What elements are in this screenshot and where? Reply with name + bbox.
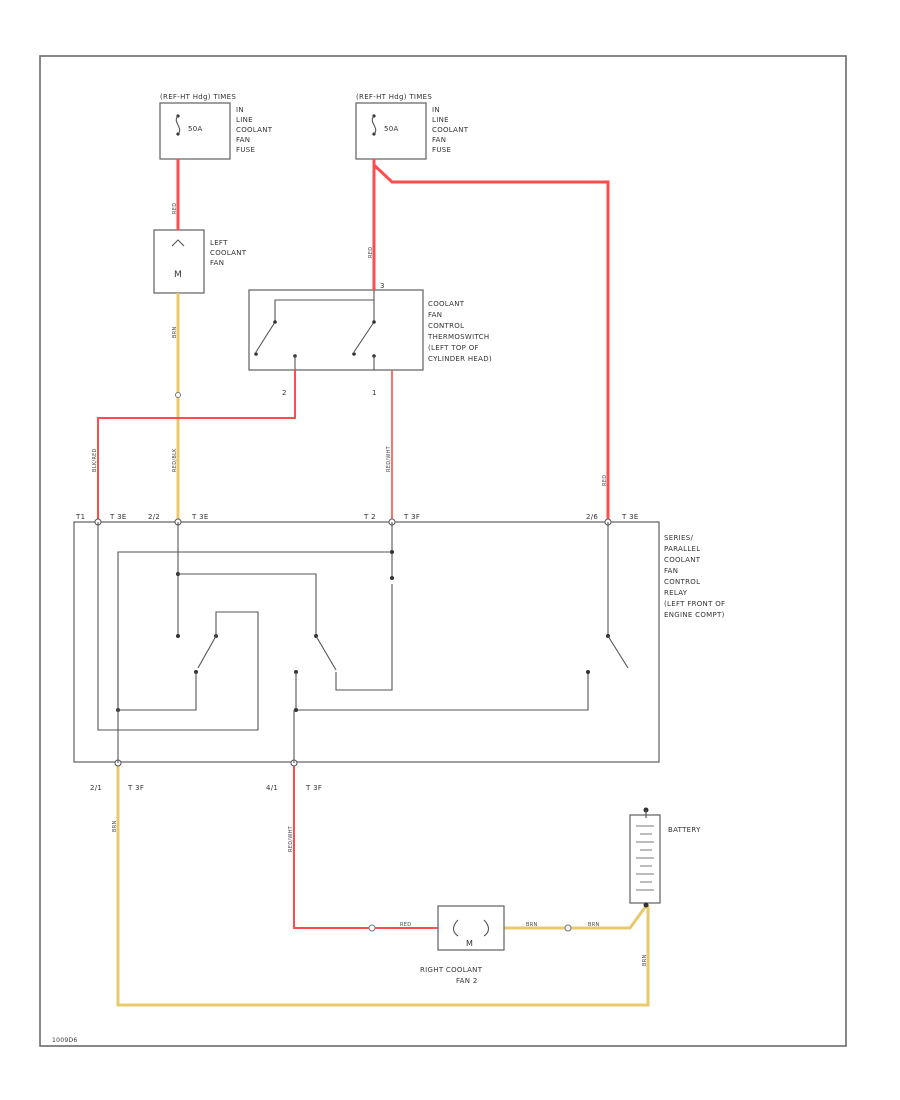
relay-label-1: PARALLEL	[664, 545, 700, 553]
wire-relay41-to-rightfan	[293, 765, 438, 929]
left-fan-label-1: COOLANT	[210, 249, 247, 257]
fuse-2-desc-1: LINE	[432, 116, 449, 124]
relay-bottom-conn-1: T 3F	[305, 784, 322, 792]
left-fan-label-0: LEFT	[210, 239, 228, 247]
wire-label-battery-ground: BRN	[642, 954, 648, 966]
thermoswitch: 3 2 1 COOLANT FAN CONTROL THERMOSWITCH (…	[248, 282, 492, 397]
left-fan-box	[153, 229, 205, 294]
relay-label-0: SERIES/	[664, 534, 693, 542]
battery: BATTERY	[629, 807, 701, 908]
thermoswitch-pin-right: 1	[372, 389, 377, 397]
fuse-2-desc-2: COOLANT	[432, 126, 469, 134]
fuse-2-element	[371, 115, 377, 135]
fuse-2-desc-0: IN	[432, 106, 440, 114]
relay-label-3: FAN	[664, 567, 678, 575]
thermoswitch-label-3: THERMOSWITCH	[427, 333, 489, 341]
wire-label-right-fan-out-a: BRN	[526, 922, 538, 928]
wire-label-bottom-right: RED/WHT	[288, 825, 294, 852]
wire-label-right-fan-out-b: BRN	[588, 922, 600, 928]
wire-label-fan-out: BRN	[172, 326, 178, 338]
wire-thermo2-to-relayT1	[97, 370, 296, 520]
relay-top-pin-2: T 2	[363, 513, 376, 521]
thermoswitch-pin-top: 3	[380, 282, 385, 290]
relay: T1 T 3E 2/2 T 3E T 2 T 3F 2/6 T 3E 2/1 T…	[73, 513, 725, 792]
fuse-1-desc-4: FUSE	[236, 146, 255, 154]
wire-label-t1: BLK/RED	[92, 448, 98, 472]
right-fan-label-0: RIGHT COOLANT	[420, 966, 483, 974]
fuse-1: (REF-HT Hdg) TIMES 50A IN LINE COOLANT F…	[159, 93, 273, 160]
fuse-1-desc-1: LINE	[236, 116, 253, 124]
fuse-2-desc-3: FAN	[432, 136, 446, 144]
battery-box	[629, 814, 661, 904]
wire-labels: RED BRN RED BLK/RED RED/BLK RED/WHT RED …	[92, 203, 648, 966]
left-fan-label-2: FAN	[210, 259, 224, 267]
relay-top-conn-0: T 3E	[109, 513, 127, 521]
wire-label-fuse1-out: RED	[172, 203, 178, 214]
relay-top-conn-2: T 3F	[403, 513, 420, 521]
relay-bottom-conn-0: T 3F	[127, 784, 144, 792]
relay-bottom-pin-1: 4/1	[266, 784, 278, 792]
fuse-1-box	[159, 102, 231, 160]
fuse-2-box	[355, 102, 427, 160]
battery-label: BATTERY	[668, 826, 701, 834]
relay-box	[73, 521, 660, 763]
thermoswitch-label-4: (LEFT TOP OF	[428, 344, 479, 352]
thermoswitch-box	[248, 289, 424, 371]
right-fan-motor-symbol: M	[466, 939, 473, 948]
wire-label-fuse2-out: RED	[368, 247, 374, 258]
fuse-2: (REF-HT Hdg) TIMES 50A IN LINE COOLANT F…	[355, 93, 469, 160]
wire-fuse2-to-relay26	[372, 163, 610, 520]
fuse-1-rating: 50A	[188, 125, 203, 133]
wire-label-bottom-left: BRN	[112, 820, 118, 832]
wire-label-t22: RED/BLK	[172, 448, 178, 472]
wire-label-t2: RED/WHT	[386, 445, 392, 472]
relay-label-7: ENGINE COMPT)	[664, 611, 725, 619]
fuse-2-rating: 50A	[384, 125, 399, 133]
left-coolant-fan: M LEFT COOLANT FAN	[153, 229, 247, 294]
fuse-2-desc-4: FUSE	[432, 146, 451, 154]
wire-relay21-to-ground	[116, 765, 650, 1007]
wires	[97, 159, 650, 1007]
right-coolant-fan: M RIGHT COOLANT FAN 2	[420, 905, 505, 985]
connector-marks	[175, 392, 572, 932]
relay-label-5: RELAY	[664, 589, 688, 597]
thermoswitch-pin-left: 2	[282, 389, 287, 397]
relay-label-2: COOLANT	[664, 556, 701, 564]
relay-internal-circuit	[97, 522, 629, 763]
relay-top-conn-1: T 3E	[191, 513, 209, 521]
wire-label-t26: RED	[602, 475, 608, 486]
fuse-1-desc-0: IN	[236, 106, 244, 114]
thermoswitch-label-1: FAN	[428, 311, 442, 319]
relay-top-pin-0: T1	[75, 513, 85, 521]
relay-label-4: CONTROL	[664, 578, 700, 586]
relay-bottom-pin-0: 2/1	[90, 784, 102, 792]
thermoswitch-label-0: COOLANT	[428, 300, 465, 308]
diagram-frame	[39, 55, 847, 1047]
wire-rightfan-to-battery	[504, 905, 648, 930]
diagram-id: 1009D6	[52, 1037, 78, 1044]
thermoswitch-label-2: CONTROL	[428, 322, 464, 330]
left-fan-motor-symbol: M	[174, 270, 182, 280]
fuse-1-desc-2: COOLANT	[236, 126, 273, 134]
thermoswitch-label-5: CYLINDER HEAD)	[428, 355, 492, 363]
relay-top-conn-3: T 3E	[621, 513, 639, 521]
relay-label-6: (LEFT FRONT OF	[664, 600, 725, 608]
wire-label-right-fan-in: RED	[400, 922, 411, 928]
relay-top-pin-3: 2/6	[586, 513, 598, 521]
right-fan-label-1: FAN 2	[456, 977, 478, 985]
fuse-1-desc-3: FAN	[236, 136, 250, 144]
fuse-2-header: (REF-HT Hdg) TIMES	[356, 93, 432, 101]
relay-top-pin-1: 2/2	[148, 513, 160, 521]
fuse-1-element	[175, 115, 181, 135]
fuse-1-header: (REF-HT Hdg) TIMES	[160, 93, 236, 101]
right-fan-box	[437, 905, 505, 951]
